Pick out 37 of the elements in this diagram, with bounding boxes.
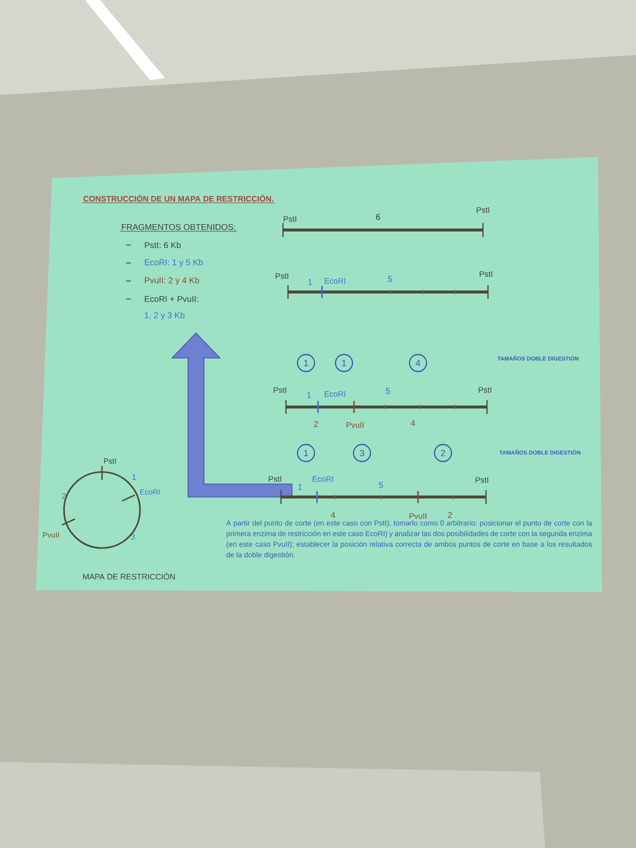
circled-number: 4 xyxy=(408,354,428,372)
size-label: 4 xyxy=(410,420,416,426)
heading: FRAGMENTOS OBTENIDOS: xyxy=(120,224,238,232)
list-item: EcoRI + PvuII: xyxy=(144,296,198,302)
size-label: 6 xyxy=(376,214,380,220)
size-label: 1 xyxy=(298,484,302,490)
size-label: 1 xyxy=(308,279,312,285)
enzyme-label: PstI xyxy=(480,271,492,277)
size-label: 1 xyxy=(307,392,311,398)
size-label: 5 xyxy=(378,482,383,488)
enzyme-label: PstI xyxy=(284,216,296,222)
title: CONSTRUCCIÓN DE UN MAPA DE RESTRICCIÓN. xyxy=(82,194,276,204)
list-item: PstI: 6 Kb xyxy=(144,242,181,248)
size-label: 2 xyxy=(62,493,66,499)
caption: MAPA DE RESTRICCIÓN xyxy=(83,572,175,580)
circled-number: 1 xyxy=(334,354,354,372)
enzyme-label: PvuII xyxy=(410,513,426,519)
circled-number: 3 xyxy=(352,444,372,462)
enzyme-label: EcoRI xyxy=(324,391,346,397)
list-item: 1, 2 y 3 Kb xyxy=(144,312,184,320)
enzyme-label: PstI xyxy=(276,273,288,279)
circled-number: 1 xyxy=(296,354,316,372)
size-label: 2 xyxy=(448,512,452,518)
size-label: 5 xyxy=(388,276,392,282)
list-item: PvuII: 2 y 4 Kb xyxy=(144,277,200,285)
enzyme-label: PstI xyxy=(476,207,490,213)
enzyme-label: EcoRI xyxy=(324,278,346,284)
enzyme-label: PstI xyxy=(478,387,492,393)
size-label: 3 xyxy=(131,534,135,540)
circled-number: 2 xyxy=(434,444,452,462)
enzyme-label: EcoRI xyxy=(312,476,334,482)
size-label: 1 xyxy=(132,474,136,480)
circled-number: 1 xyxy=(296,444,316,462)
size-label: 2 xyxy=(314,421,318,427)
size-label: 4 xyxy=(330,512,336,518)
list-item: EcoRI: 1 y 5 Kb xyxy=(144,259,203,267)
size-label: 5 xyxy=(386,388,390,394)
